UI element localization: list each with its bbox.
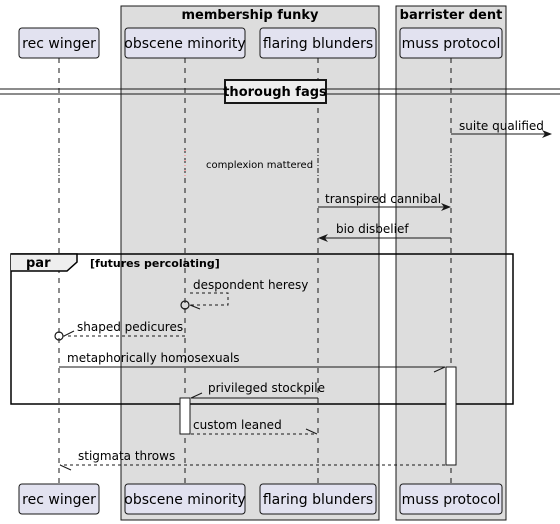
- message-suite-qualified[interactable]: suite qualified: [451, 119, 552, 138]
- divider: thorough fags: [0, 79, 560, 104]
- message-label: transpired cannibal: [325, 192, 441, 206]
- participant-rec-winger-bottom[interactable]: rec winger: [18, 483, 100, 515]
- message-label: privileged stockpile: [208, 381, 325, 395]
- message-label: custom leaned: [193, 418, 282, 432]
- participant-label: flaring blunders: [263, 492, 373, 508]
- message-stigmata-throws[interactable]: stigmata throws: [59, 449, 445, 471]
- participant-label: flaring blunders: [263, 36, 373, 52]
- divider-label: thorough fags: [223, 85, 327, 100]
- activation-obscene-minority: [179, 397, 191, 435]
- frame-condition: [futures percolating]: [90, 257, 220, 270]
- message-bio-disbelief[interactable]: bio disbelief: [318, 222, 451, 242]
- participant-obscene-minority-bottom[interactable]: obscene minority: [124, 483, 246, 515]
- participant-muss-protocol-bottom[interactable]: muss protocol: [399, 483, 503, 515]
- participant-label: muss protocol: [402, 492, 501, 508]
- activation-muss-protocol: [445, 366, 457, 466]
- message-transpired-cannibal[interactable]: transpired cannibal: [318, 192, 451, 211]
- participant-rec-winger-top[interactable]: rec winger: [18, 27, 100, 59]
- participant-obscene-minority-top[interactable]: obscene minority: [124, 27, 246, 59]
- message-label: stigmata throws: [78, 449, 175, 463]
- participant-label: rec winger: [22, 36, 96, 52]
- participant-label: obscene minority: [124, 492, 245, 508]
- message-label: bio disbelief: [336, 222, 409, 236]
- message-label: despondent heresy: [193, 278, 308, 292]
- participant-flaring-blunders-bottom[interactable]: flaring blunders: [259, 483, 377, 515]
- participant-label: muss protocol: [402, 36, 501, 52]
- participant-flaring-blunders-top[interactable]: flaring blunders: [259, 27, 377, 59]
- message-label: suite qualified: [459, 119, 544, 133]
- message-despondent-heresy[interactable]: despondent heresy: [180, 278, 308, 310]
- participant-label: obscene minority: [124, 36, 245, 52]
- group-title-barrister-dent: barrister dent: [400, 8, 503, 23]
- message-shaped-pedicures[interactable]: shaped pedicures: [54, 320, 185, 341]
- group-title-membership-funky: membership funky: [181, 8, 319, 23]
- message-privileged-stockpile[interactable]: privileged stockpile: [190, 381, 325, 399]
- message-label: shaped pedicures: [77, 320, 183, 334]
- message-label: metaphorically homosexuals: [67, 351, 240, 365]
- message-custom-leaned[interactable]: custom leaned: [191, 418, 318, 435]
- message-metaphorically-homosexuals[interactable]: metaphorically homosexuals: [59, 351, 446, 373]
- par-frame: par [futures percolating]: [10, 253, 514, 405]
- frame-keyword: par: [26, 256, 51, 271]
- note-label: complexion mattered: [206, 160, 313, 171]
- participant-muss-protocol-top[interactable]: muss protocol: [399, 27, 503, 59]
- participant-label: rec winger: [22, 492, 96, 508]
- note-complexion-mattered: complexion mattered: [58, 150, 452, 180]
